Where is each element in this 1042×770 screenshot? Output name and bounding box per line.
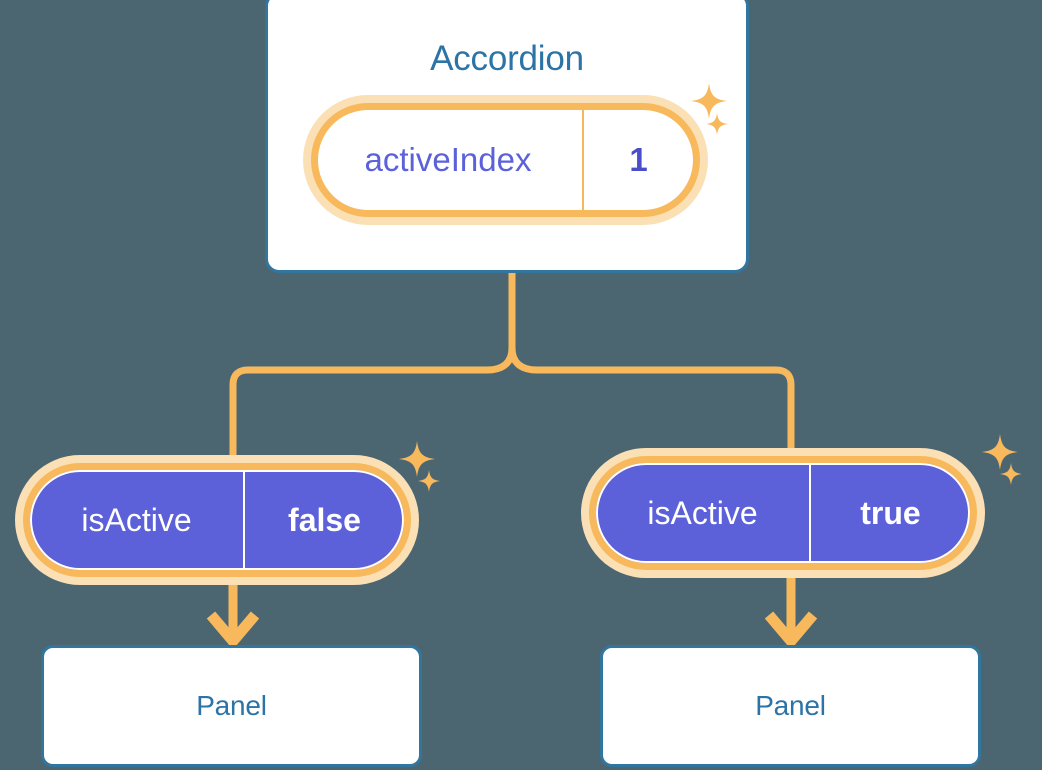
pill-body: isActive false — [30, 470, 404, 570]
state-value-label: 1 — [582, 110, 693, 210]
prop-key-label: isActive — [647, 494, 758, 531]
arrow-down-icon-left — [206, 580, 260, 650]
sparkle-icon-small — [1000, 463, 1022, 485]
panel-card-left[interactable]: Panel — [41, 645, 422, 767]
pill-body: isActive true — [596, 463, 970, 563]
state-pill-active-index[interactable]: activeIndex 1 — [303, 95, 708, 225]
state-key-label: activeIndex — [364, 141, 532, 178]
panel-title: Panel — [755, 690, 826, 721]
connector-branch-right — [508, 344, 795, 459]
sparkle-icon-small — [418, 470, 440, 492]
pill-body: activeIndex 1 — [318, 110, 693, 210]
prop-value-label: false — [243, 470, 404, 570]
sparkle-icon-large — [399, 441, 435, 477]
panel-title: Panel — [196, 690, 267, 721]
sparkle-icon-large — [982, 434, 1018, 470]
panel-card-right[interactable]: Panel — [600, 645, 981, 767]
prop-key-label: isActive — [81, 501, 192, 538]
prop-pill-is-active-false[interactable]: isActive false — [15, 455, 419, 585]
connector-branch-left — [229, 344, 516, 466]
accordion-title: Accordion — [430, 39, 584, 78]
arrow-down-icon-right — [764, 575, 818, 650]
prop-value-label: true — [809, 463, 970, 563]
prop-pill-is-active-true[interactable]: isActive true — [581, 448, 985, 578]
